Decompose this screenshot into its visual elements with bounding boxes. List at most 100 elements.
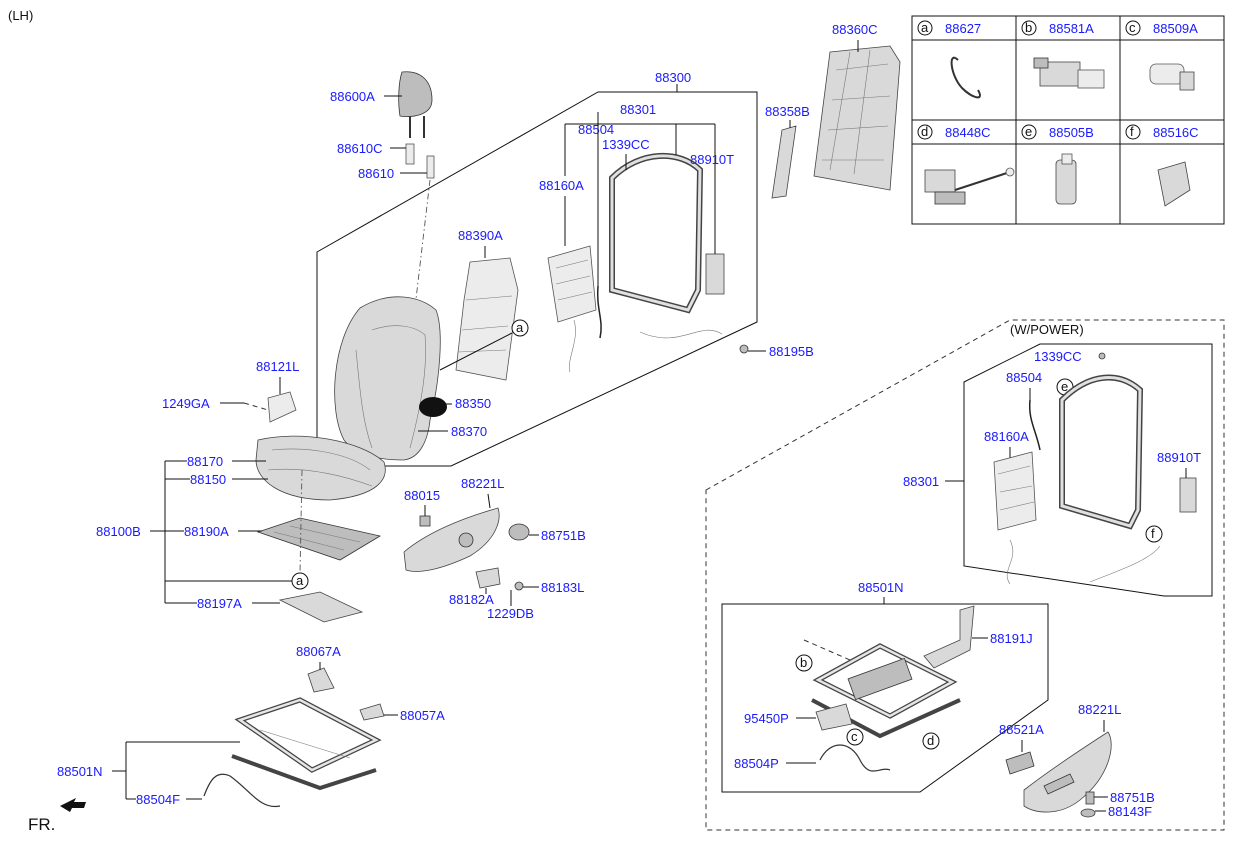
legend-part-88448C[interactable]: 88448C	[945, 125, 991, 140]
power-lumbar[interactable]	[993, 451, 1037, 531]
backrest-cushion[interactable]	[334, 296, 447, 461]
side-trim-88121L[interactable]	[267, 391, 297, 423]
label-88195B[interactable]: 88195B	[769, 344, 814, 359]
power-wiring-88504P	[819, 744, 891, 772]
label-88350[interactable]: 88350	[455, 396, 491, 411]
label-1249GA[interactable]: 1249GA	[162, 396, 210, 411]
power-label-88910T[interactable]: 88910T	[1157, 450, 1201, 465]
label-88751B[interactable]: 88751B	[541, 528, 586, 543]
power-callout-e: e	[1061, 379, 1068, 394]
label-88100B[interactable]: 88100B	[96, 524, 141, 539]
label-88121L[interactable]: 88121L	[256, 359, 299, 374]
power-switch-88521A	[1005, 751, 1035, 775]
rear-panel-88360C[interactable]	[813, 45, 901, 191]
label-88390A[interactable]: 88390A	[458, 228, 503, 243]
power-track-box	[721, 603, 1049, 793]
connector-88195B	[739, 344, 749, 354]
power-label-88521A[interactable]: 88521A	[999, 722, 1044, 737]
seat-cushion[interactable]	[255, 435, 386, 501]
label-88197A[interactable]: 88197A	[197, 596, 242, 611]
power-callout-b: b	[800, 655, 807, 670]
label-88160A[interactable]: 88160A	[539, 178, 584, 193]
label-88183L[interactable]: 88183L	[541, 580, 584, 595]
legend-letter-e: e	[1025, 124, 1032, 139]
legend-part-88581A[interactable]: 88581A	[1049, 21, 1094, 36]
power-label-88501N[interactable]: 88501N	[858, 580, 904, 595]
seat-base-pad-88197A[interactable]	[278, 591, 364, 623]
front-label: FR.	[28, 815, 55, 834]
callout-a-seat: a	[296, 573, 304, 588]
power-label-88191J[interactable]: 88191J	[990, 631, 1033, 646]
legend-letter-a: a	[921, 20, 929, 35]
trim-88358B[interactable]	[771, 125, 797, 199]
legend-letter-b: b	[1025, 20, 1032, 35]
switch-f-icon	[1157, 161, 1191, 207]
label-88360C[interactable]: 88360C	[832, 22, 878, 37]
label-88610C[interactable]: 88610C	[337, 141, 383, 156]
lumbar-support-88160A[interactable]	[547, 245, 597, 373]
power-label-88221L[interactable]: 88221L	[1078, 702, 1121, 717]
label-88370[interactable]: 88370	[451, 424, 487, 439]
legend-part-88627[interactable]: 88627	[945, 21, 981, 36]
legend-part-88505B[interactable]: 88505B	[1049, 125, 1094, 140]
power-label-88751B[interactable]: 88751B	[1110, 790, 1155, 805]
label-88057A[interactable]: 88057A	[400, 708, 445, 723]
legend-letter-c: c	[1129, 20, 1136, 35]
seat-pad-88190A[interactable]	[256, 517, 382, 561]
back-frame-88301[interactable]	[609, 152, 725, 314]
legend-part-88516C[interactable]: 88516C	[1153, 125, 1199, 140]
power-side-shield[interactable]	[1023, 731, 1112, 813]
motor-d-icon	[924, 167, 1015, 205]
power-trim-88191J	[923, 605, 975, 669]
label-1339CC[interactable]: 1339CC	[602, 137, 650, 152]
bracket-88057A	[359, 703, 385, 721]
label-88015[interactable]: 88015	[404, 488, 440, 503]
bracket-88067A	[307, 667, 335, 693]
legend-letter-d: d	[921, 124, 928, 139]
power-label-88160A[interactable]: 88160A	[984, 429, 1029, 444]
label-88190A[interactable]: 88190A	[184, 524, 229, 539]
label-88610[interactable]: 88610	[358, 166, 394, 181]
label-88182A[interactable]: 88182A	[449, 592, 494, 607]
wiring-88504F	[203, 773, 281, 808]
label-88600A[interactable]: 88600A	[330, 89, 375, 104]
label-88504F[interactable]: 88504F	[136, 792, 180, 807]
power-label-88301[interactable]: 88301	[903, 474, 939, 489]
power-section-title: (W/POWER)	[1010, 322, 1084, 337]
power-label-95450P[interactable]: 95450P	[744, 711, 789, 726]
label-88300[interactable]: 88300	[655, 70, 691, 85]
label-1229DB[interactable]: 1229DB	[487, 606, 534, 621]
power-back-frame[interactable]	[1059, 374, 1197, 530]
label-88358B[interactable]: 88358B	[765, 104, 810, 119]
power-module-95450P	[815, 703, 853, 731]
headrest-guide-88610C	[405, 143, 415, 165]
legend-part-88509A[interactable]: 88509A	[1153, 21, 1198, 36]
label-88221L[interactable]: 88221L	[461, 476, 504, 491]
label-88504[interactable]: 88504	[578, 122, 614, 137]
motor-c-icon	[1149, 63, 1195, 91]
variant-label: (LH)	[8, 8, 33, 23]
callout-a-back: a	[516, 320, 524, 335]
label-88301[interactable]: 88301	[620, 102, 656, 117]
front-arrow-icon	[60, 798, 86, 812]
power-label-1339CC[interactable]: 1339CC	[1034, 349, 1082, 364]
motor-b-icon	[1033, 57, 1105, 89]
label-88067A[interactable]: 88067A	[296, 644, 341, 659]
power-label-88143F[interactable]: 88143F	[1108, 804, 1152, 819]
headrest[interactable]	[398, 71, 433, 138]
clip-88015	[419, 515, 431, 527]
motor-e-icon	[1055, 153, 1077, 205]
headrest-guide-88610	[426, 155, 435, 179]
power-label-88504[interactable]: 88504	[1006, 370, 1042, 385]
backrest-pad-88390A[interactable]	[455, 257, 519, 381]
label-88170[interactable]: 88170	[187, 454, 223, 469]
legend-table: a 88627 b 88581A c 88509A d 88448C e 885…	[911, 15, 1225, 225]
power-callout-c: c	[851, 729, 858, 744]
side-shield-88221L[interactable]	[403, 507, 500, 572]
label-88501N[interactable]: 88501N	[57, 764, 103, 779]
label-88150[interactable]: 88150	[190, 472, 226, 487]
label-88910T[interactable]: 88910T	[690, 152, 734, 167]
seat-track-88501N[interactable]	[231, 697, 382, 791]
power-label-88504P[interactable]: 88504P	[734, 756, 779, 771]
